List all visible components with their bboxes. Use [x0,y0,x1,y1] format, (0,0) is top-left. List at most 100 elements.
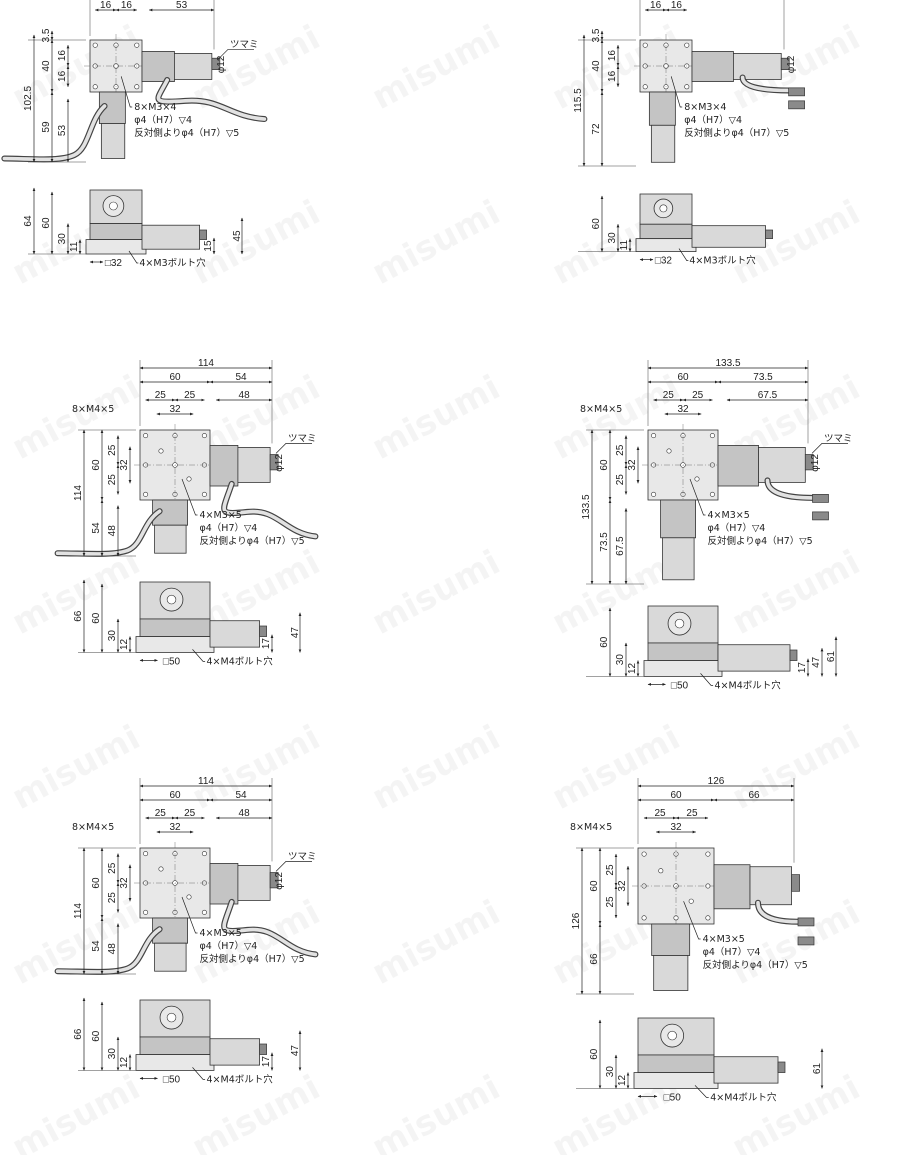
dimension-label: 60 [677,372,689,383]
leader-line [689,478,706,516]
callout-label: 4×M3×5 [703,934,745,945]
callout-label: 反対側よりφ4（H7）▽5 [684,127,789,139]
dimension-label: 48 [107,943,118,955]
dimension-label: 16 [57,50,68,62]
mounting-hole [705,915,711,921]
x-motor-cable-core [740,75,791,93]
callout-label: 4×M3×5 [708,510,750,521]
leader-line [700,673,714,686]
cable-connector [797,917,815,927]
watermark-text: misumi [545,718,686,818]
mounting-hole [134,42,140,48]
dimension-label: 64 [23,215,34,227]
y-axis-coupling-housing [660,499,696,539]
mounting-hole [158,866,164,872]
callout-label: 反対側よりφ4（H7）▽5 [703,959,808,971]
watermark-text: misumi [365,1068,506,1155]
watermark-text: misumi [185,718,326,818]
knob-label: ツマミ [824,433,853,444]
callout-label: φ4（H7）▽4 [708,522,766,534]
x-axis-motor [237,865,271,901]
x-axis-coupling-housing [691,51,734,82]
dimension-label: 32 [119,877,130,889]
x-axis-coupling-housing [209,445,239,487]
dimension-label: 32 [169,404,181,415]
dimension-label: 114 [198,776,214,787]
mounting-hole [143,851,149,857]
dimension-label: 60 [670,790,682,801]
dimension-label: 67.5 [758,390,778,401]
knob-label: ツマミ [288,851,317,862]
dimension-label: 40 [591,60,602,72]
knob-front [777,1061,786,1073]
leader-line [275,861,312,872]
callout-label: φ4（H7）▽4 [703,946,761,958]
dimension-label: 48 [239,390,251,401]
mounting-hole [651,433,657,439]
dimension-label: 25 [184,808,196,819]
watermark-text: misumi [5,368,146,468]
callout-label: 8×M3×4 [684,102,726,113]
dimension-label: 25 [155,390,167,401]
leader-line [181,478,198,516]
dimension-label: 54 [235,790,247,801]
dimension-label: 32 [617,880,628,892]
upper-motor-shaft [166,594,177,605]
dimension-label: 3.5 [41,28,52,42]
dimension-label: 25 [654,808,666,819]
x-axis-motor [237,447,271,483]
dimension-label: 3.5 [591,28,602,42]
mounting-hole [694,476,700,482]
leader-line [192,1067,206,1080]
dimension-label: 32 [169,822,181,833]
dimension-label: 17 [261,1056,272,1068]
dimension-label: 133.5 [581,494,592,519]
cable-connector [812,494,829,503]
x-motor-front [717,644,791,672]
dimension-label: 61 [826,651,837,663]
leader-line [275,443,312,454]
x-axis-coupling-housing [713,864,751,910]
watermark-text: misumi [5,543,146,643]
knob [791,874,800,892]
dimension-label: 114 [73,903,84,919]
dimension-label: 60 [91,459,102,471]
knob [780,57,790,70]
upper-motor-shaft [166,1012,177,1023]
square-size-label: □32 [655,256,673,267]
mounting-hole [201,433,207,439]
dimension-label: 60 [589,1048,600,1060]
y-motor-cable-core [2,104,107,162]
mounting-hole [709,491,715,497]
dimension-label: 25 [605,896,616,908]
x-motor-cable-core [765,478,815,500]
x-motor-cable-core [222,900,318,957]
knob [269,454,279,471]
callout-label: 8×M4×5 [580,404,622,415]
mounting-hole [684,42,690,48]
mounting-hole [684,84,690,90]
dimension-label: 25 [107,444,118,456]
watermark-text: misumi [5,1068,146,1155]
dimension-label: 67.5 [615,536,626,556]
dimension-label: 60 [41,217,52,229]
leader-line [192,649,206,662]
dimension-label: 32 [627,459,638,471]
watermark-text: misumi [365,543,506,643]
dimension-label: 126 [708,776,725,787]
dimension-label: 11 [69,241,80,252]
callout-label: 8×M4×5 [72,822,114,833]
dimension-label: 66 [73,1028,84,1040]
watermark-text: misumi [725,543,866,643]
watermark-text: misumi [725,718,866,818]
dimension-label: 60 [591,218,602,230]
leader-line [670,76,683,108]
x-motor-front [209,1038,260,1066]
dimension-label: 25 [605,864,616,876]
dimension-label: 60 [91,612,102,624]
dimension-label: 73.5 [599,532,610,552]
dimension-label: 16 [650,0,662,11]
bolt-hole-label: 4×M4ボルト穴 [710,1091,777,1103]
dimension-label: 25 [107,862,118,874]
